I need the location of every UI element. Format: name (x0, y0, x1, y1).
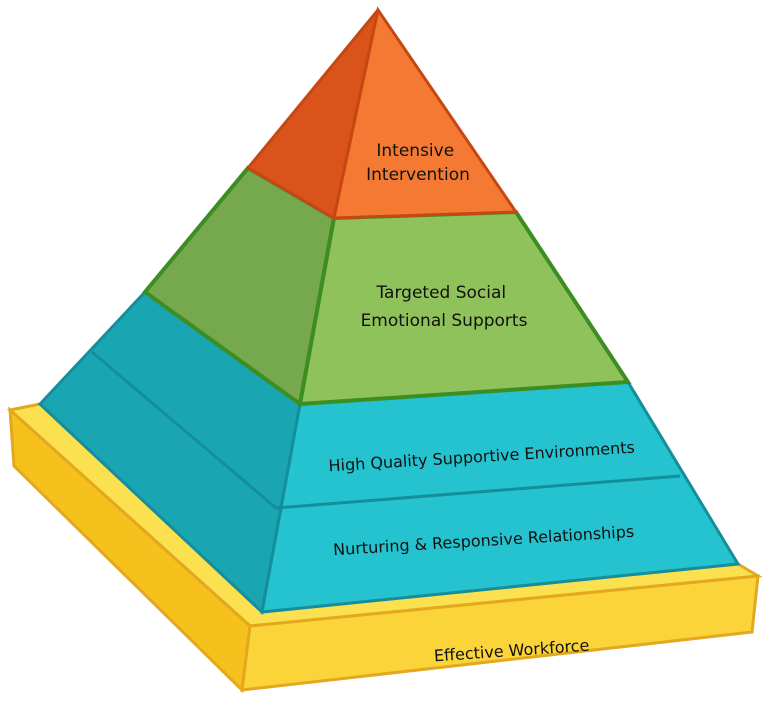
workforce-front-face (240, 574, 760, 692)
targeted-label-line-2: Emotional Supports (361, 311, 528, 331)
targeted-front-face (297, 209, 632, 407)
intensive-label-line-1: Intensive (376, 141, 454, 161)
intensive-label: Intensive Intervention (366, 141, 470, 185)
tier-teal-block (37, 290, 741, 615)
intensive-label-line-2: Intervention (366, 165, 470, 185)
tier-intensive (245, 6, 519, 221)
teal-divider (91, 350, 681, 510)
tier-workforce (6, 402, 763, 694)
targeted-label-line-1: Targeted Social (375, 283, 506, 303)
targeted-label: Targeted Social Emotional Supports (361, 283, 528, 331)
intensive-front-face (332, 6, 519, 220)
